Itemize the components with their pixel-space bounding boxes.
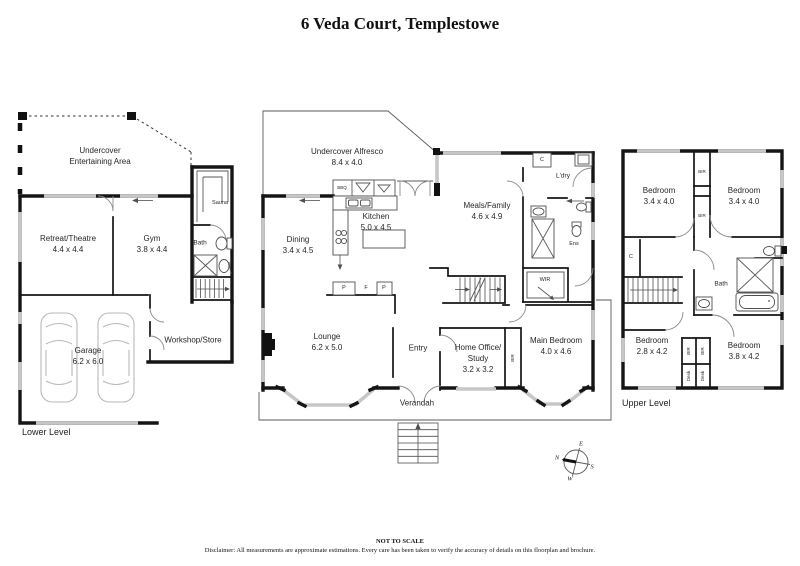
- cupboard-box: [532, 152, 552, 168]
- island-bench: [362, 229, 406, 249]
- door-arc: [664, 214, 735, 338]
- stairs-icon: [195, 279, 230, 298]
- room-label-workshop: Workshop/Store: [164, 335, 222, 345]
- label-pantry-1: P: [342, 284, 346, 291]
- bathtub-icon: [735, 292, 779, 312]
- window: [261, 151, 595, 391]
- sauna-benches-icon: [196, 170, 229, 222]
- toilet-icon: [576, 201, 592, 213]
- car-icon: [40, 312, 78, 403]
- wall-interior: [21, 216, 233, 363]
- label-pantry-2: P: [382, 284, 386, 291]
- disclaimer-text: Disclaimer: All measurements are approxi…: [204, 547, 596, 554]
- car-icon: [97, 312, 135, 403]
- wall-interior: [502, 167, 594, 306]
- scale-note: NOT TO SCALE: [375, 538, 425, 545]
- level-label-upper: Upper Level: [622, 398, 671, 408]
- slider-arrow-icon: [566, 198, 584, 204]
- room-label-entry: Entry: [408, 343, 428, 353]
- room-label-wir: WIR: [539, 276, 551, 283]
- wall-interior: [392, 327, 522, 391]
- room-label-entertaining: Undercover Entertaining Area: [69, 145, 131, 166]
- basin-icon: [218, 259, 232, 275]
- fireplace-icon: [263, 333, 275, 356]
- compass-north-label: N: [554, 454, 560, 462]
- label-cupboard-main: C: [540, 156, 544, 163]
- room-label-verandah: Verandah: [399, 398, 435, 408]
- shower-icon: [193, 254, 218, 277]
- verandah-outline: [258, 299, 612, 421]
- room-label-laundry: L'dry: [556, 172, 570, 180]
- label-cupboard-upper: C: [629, 253, 633, 260]
- wall-interior: [622, 150, 783, 389]
- duct-nub: [781, 246, 787, 254]
- toilet-icon: [215, 236, 233, 251]
- door-arc: [506, 167, 594, 323]
- room-label-bath-lower: Bath: [193, 239, 207, 247]
- compass-icon: [561, 447, 591, 477]
- label-bir-main: BIR: [509, 354, 515, 362]
- main-level-plan: [258, 110, 612, 464]
- entertaining-area-outline: [17, 112, 192, 194]
- label-bir-2: BIR: [698, 212, 706, 218]
- laundry-trough-icon: [574, 152, 593, 167]
- entry-steps-icon: [397, 422, 439, 464]
- label-bbq: BBQ: [337, 184, 347, 190]
- pantry-boxes: [332, 281, 393, 296]
- slider-arrow-icon: [132, 198, 153, 203]
- lower-level-plan: [17, 112, 234, 425]
- label-bir-3: BIR: [685, 347, 691, 355]
- label-fridge: F: [364, 284, 368, 291]
- shower-icon: [736, 257, 774, 293]
- basin-icon: [695, 296, 713, 311]
- window: [621, 149, 784, 390]
- label-desk-1: Desk: [685, 370, 691, 382]
- compass-west-label: W: [567, 475, 573, 483]
- room-label-bath-upper: Bath: [714, 280, 728, 288]
- toilet-icon: [571, 221, 582, 237]
- shower-icon: [531, 218, 555, 259]
- cooktop-icon: [335, 229, 348, 245]
- label-bir-1: BIR: [698, 168, 706, 174]
- stairs-icon: [627, 278, 679, 302]
- wall-interior: [326, 294, 396, 314]
- window: [18, 194, 158, 425]
- door-arc: [397, 385, 442, 404]
- page-title: 6 Veda Court, Templestowe: [300, 14, 500, 33]
- slider-arrow-icon: [299, 198, 320, 203]
- wardrobe-robe-icon: [526, 271, 565, 300]
- label-desk-2: Desk: [699, 370, 705, 382]
- level-label-lower: Lower Level: [22, 427, 71, 437]
- basin-icon: [530, 205, 547, 218]
- compass-south-label: S: [590, 463, 594, 471]
- door-arc: [439, 334, 458, 353]
- stairs-icon: [429, 267, 506, 304]
- door-arc: [397, 180, 433, 197]
- toilet-icon: [763, 245, 782, 257]
- room-label-ensuite: Ens: [569, 240, 579, 247]
- bay-window: [274, 384, 591, 409]
- room-label-sauna: Sauna: [212, 199, 228, 206]
- label-bir-4: BIR: [699, 347, 705, 355]
- bbq-bench-icon: [332, 179, 396, 197]
- compass-east-label: E: [579, 440, 583, 448]
- upper-level-plan: [621, 149, 787, 390]
- kitchen-arrow-icon: [337, 255, 343, 270]
